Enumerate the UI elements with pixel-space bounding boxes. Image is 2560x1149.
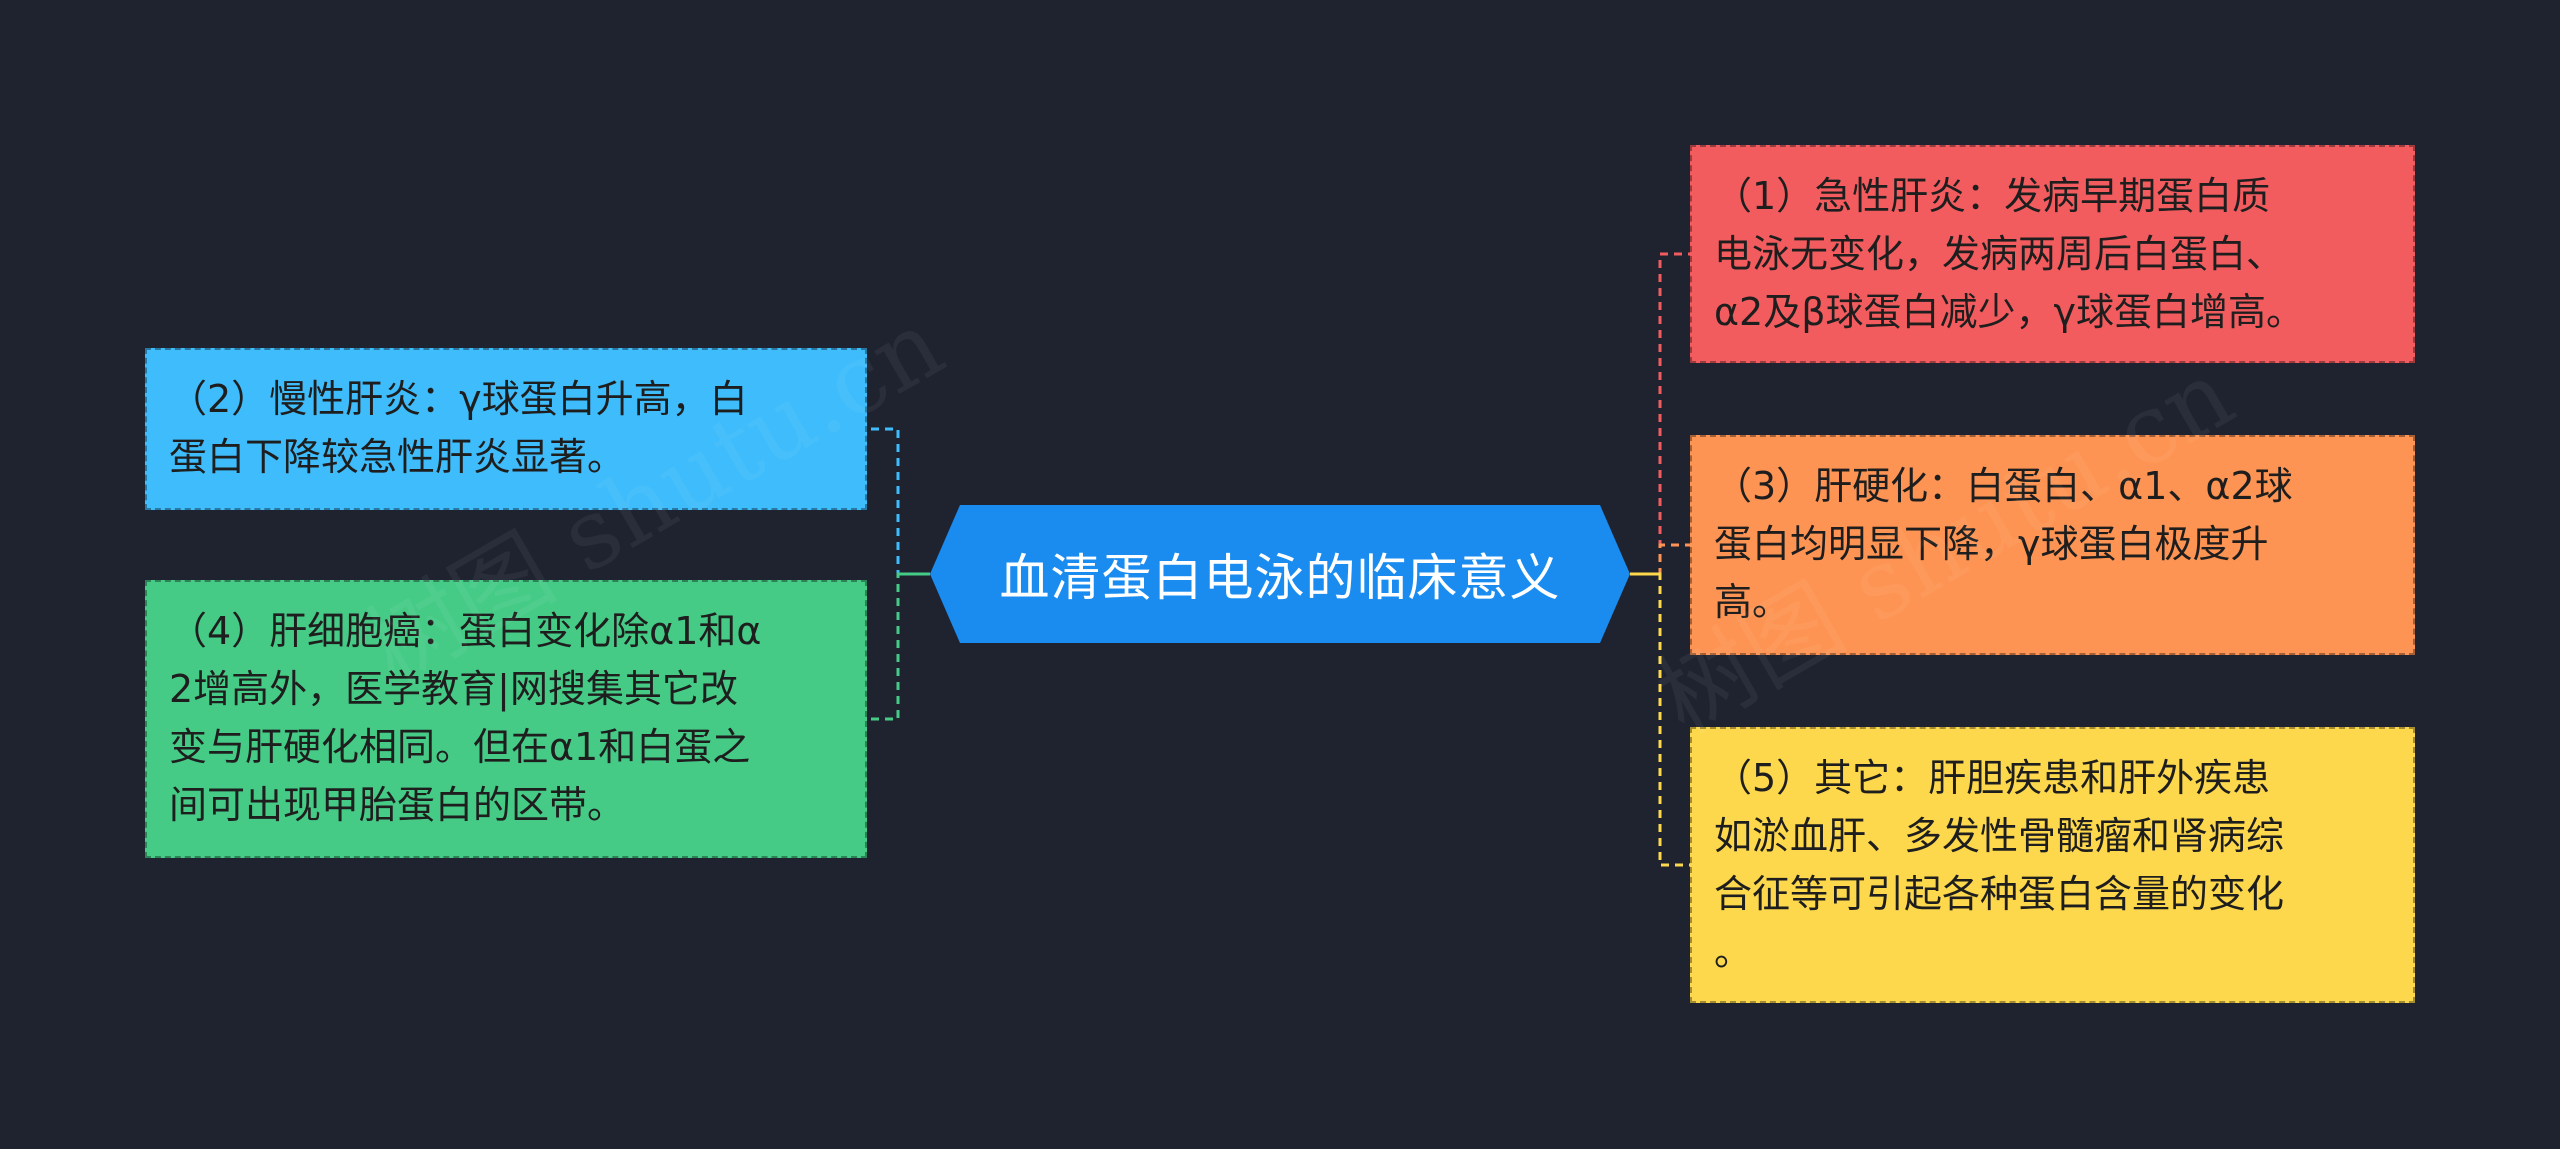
topic-line: 电泳无变化，发病两周后白蛋白、 (1714, 232, 2285, 276)
topic-line: （4）肝细胞癌：蛋白变化除α1和α (169, 609, 762, 653)
topic-cirrhosis[interactable]: （3）肝硬化：白蛋白、α1、α2球 蛋白均明显下降，γ球蛋白极度升 高。 (1690, 435, 2415, 655)
topic-line: 高。 (1714, 580, 1791, 624)
connector-node-5 (1630, 572, 1690, 867)
topic-hepatocellular-carcinoma[interactable]: （4）肝细胞癌：蛋白变化除α1和α 2增高外，医学教育|网搜集其它改 变与肝硬化… (145, 580, 867, 858)
topic-line: 蛋白均明显下降，γ球蛋白极度升 (1714, 522, 2269, 566)
topic-line: α2及β球蛋白减少，γ球蛋白增高。 (1714, 290, 2304, 334)
topic-line: （5）其它：肝胆疾患和肝外疾患 (1714, 756, 2271, 800)
topic-line: 。 (1714, 930, 1753, 974)
topic-others[interactable]: （5）其它：肝胆疾患和肝外疾患 如淤血肝、多发性骨髓瘤和肾病综 合征等可引起各种… (1690, 727, 2415, 1003)
topic-line: 合征等可引起各种蛋白含量的变化 (1714, 872, 2285, 916)
topic-line: 间可出现甲胎蛋白的区带。 (169, 783, 626, 827)
connector-node-2 (867, 427, 930, 576)
topic-line: （3）肝硬化：白蛋白、α1、α2球 (1714, 464, 2293, 508)
connector-node-3 (1630, 543, 1690, 576)
central-topic-label: 血清蛋白电泳的临床意义 (999, 549, 1561, 607)
topic-chronic-hepatitis[interactable]: （2）慢性肝炎：γ球蛋白升高，白 蛋白下降较急性肝炎显著。 (145, 348, 867, 510)
connector-node-1 (1630, 252, 1690, 576)
topic-line: 变与肝硬化相同。但在α1和白蛋之 (169, 725, 751, 769)
topic-line: 如淤血肝、多发性骨髓瘤和肾病综 (1714, 814, 2285, 858)
central-topic[interactable]: 血清蛋白电泳的临床意义 (930, 505, 1630, 643)
topic-line: 2增高外，医学教育|网搜集其它改 (169, 667, 738, 711)
connector-node-4 (867, 572, 930, 721)
topic-line: （2）慢性肝炎：γ球蛋白升高，白 (169, 377, 748, 421)
topic-line: 蛋白下降较急性肝炎显著。 (169, 435, 626, 479)
topic-line: （1）急性肝炎：发病早期蛋白质 (1714, 174, 2271, 218)
topic-acute-hepatitis[interactable]: （1）急性肝炎：发病早期蛋白质 电泳无变化，发病两周后白蛋白、 α2及β球蛋白减… (1690, 145, 2415, 363)
